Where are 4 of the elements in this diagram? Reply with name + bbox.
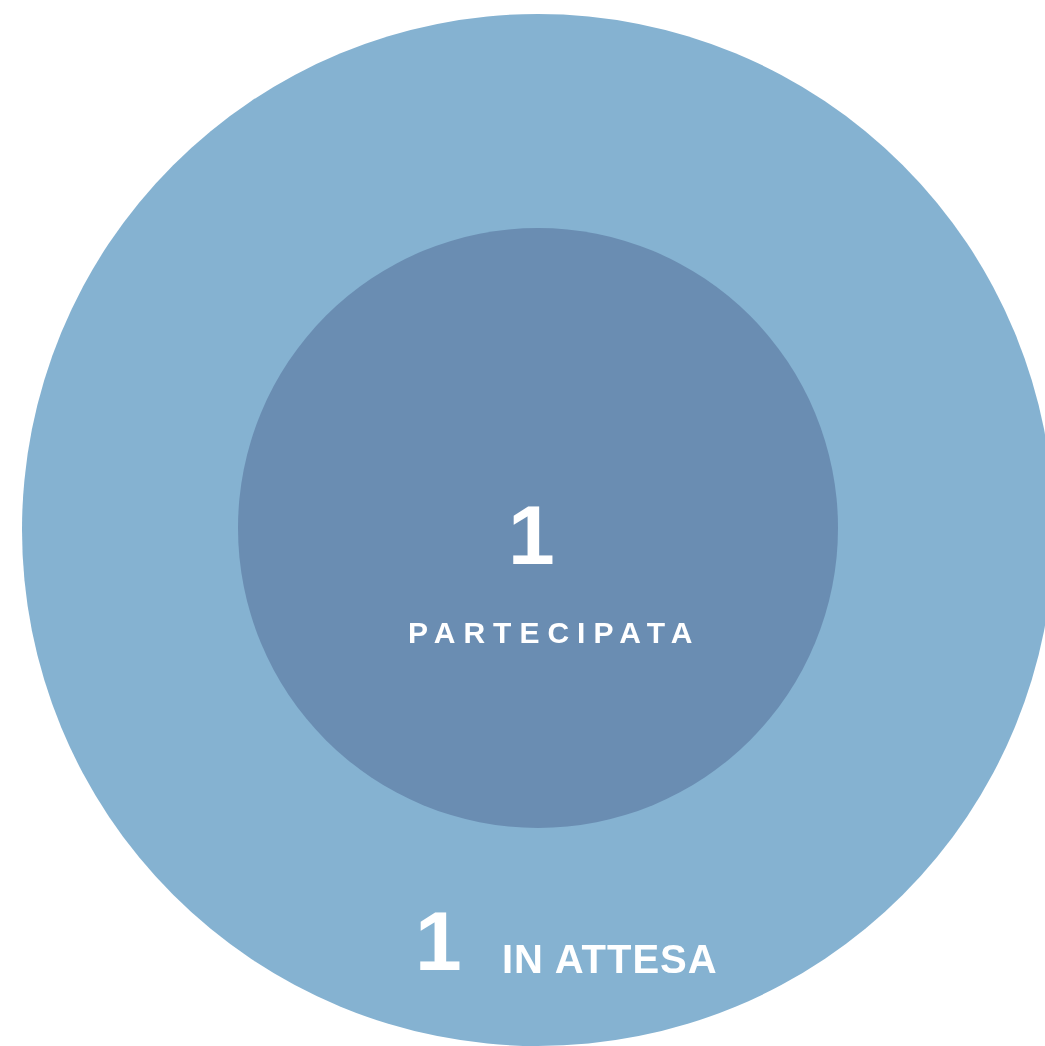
count-number: 1 (508, 493, 555, 577)
count-number: 1 (415, 899, 462, 983)
status-label: IN ATTESA (502, 939, 718, 979)
status-label: PARTECIPATA (408, 618, 701, 648)
